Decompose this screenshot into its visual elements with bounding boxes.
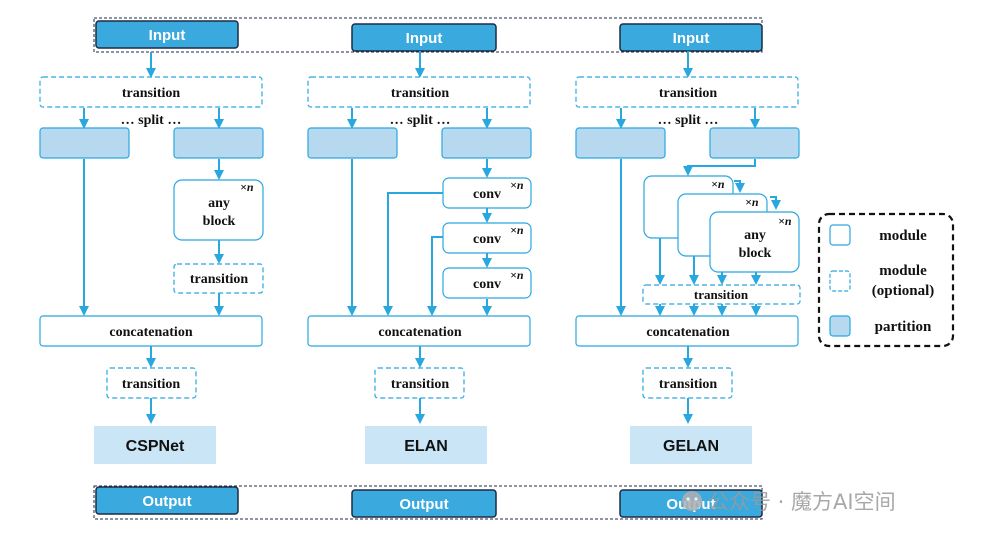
cspnet-column	[79, 52, 224, 424]
watermark-text: 公众号 · 魔方AI空间	[708, 490, 896, 514]
output-label: Output	[142, 493, 191, 510]
legend-optional-swatch	[829, 270, 851, 292]
gelan-transition-bottom	[642, 367, 733, 399]
elan-name: ELAN	[404, 438, 448, 455]
conv-label: conv	[473, 232, 501, 247]
gelan-any-block-front	[709, 211, 800, 273]
conv-label: conv	[473, 187, 501, 202]
cspnet-transition-bottom	[106, 367, 197, 399]
cspnet-partition-left	[39, 127, 130, 159]
transition-label: transition	[659, 377, 718, 392]
repeat-n-label: ×n	[240, 180, 254, 194]
any-block-label-line2: block	[739, 246, 772, 261]
elan-transition-top	[307, 76, 531, 108]
split-label: … split …	[121, 113, 182, 128]
transition-label: transition	[391, 86, 450, 101]
elan-name-box	[365, 426, 487, 464]
legend-partition-swatch	[829, 315, 851, 337]
elan-concatenation	[307, 315, 531, 347]
split-label: … split …	[658, 113, 719, 128]
cspnet-partition-right	[173, 127, 264, 159]
gelan-transition-top	[575, 76, 799, 108]
cspnet-transition-top	[39, 76, 263, 108]
elan-transition-bottom	[374, 367, 465, 399]
repeat-n-label: ×n	[711, 177, 725, 191]
legend-module-swatch	[829, 224, 851, 246]
transition-label: transition	[122, 377, 181, 392]
input-box-elan: Input	[351, 23, 497, 52]
legend-partition-label: partition	[875, 319, 932, 335]
transition-label: transition	[694, 287, 749, 302]
output-box-cspnet: Output	[95, 486, 239, 515]
elan-conv-1	[442, 177, 532, 209]
repeat-n-label: ×n	[745, 195, 759, 209]
elan-partition-left	[307, 127, 398, 159]
gelan-partition-left	[575, 127, 666, 159]
gelan-concatenation	[575, 315, 799, 347]
cspnet-transition-mid	[173, 263, 264, 294]
cspnet-name: CSPNet	[126, 438, 185, 455]
output-box-elan: Output	[351, 489, 497, 518]
cspnet-any-block	[173, 179, 264, 241]
gelan-name-box	[630, 426, 752, 464]
legend-module-label: module	[879, 228, 927, 244]
any-block-label-line2: block	[203, 214, 236, 229]
elan-conv-2	[442, 222, 532, 254]
elan-column	[347, 51, 492, 424]
watermark: 公众号 · 魔方AI空间	[682, 490, 896, 514]
transition-label: transition	[659, 86, 718, 101]
repeat-n-label: ×n	[510, 178, 524, 192]
elan-partition-right	[441, 127, 532, 159]
transition-label: transition	[190, 272, 249, 287]
input-box-cspnet: Input	[95, 20, 239, 49]
conv-label: conv	[473, 277, 501, 292]
input-label: Input	[406, 30, 443, 47]
legend: module module (optional) partition	[817, 212, 955, 348]
legend-optional-label-line2: (optional)	[872, 283, 935, 299]
input-label: Input	[149, 27, 186, 44]
transition-label: transition	[391, 377, 450, 392]
any-block-label-line1: any	[744, 228, 766, 243]
transition-label: transition	[122, 86, 181, 101]
cspnet-concatenation	[39, 315, 263, 347]
gelan-transition-mid	[642, 284, 801, 305]
repeat-n-label: ×n	[510, 223, 524, 237]
gelan-partition-right	[709, 127, 800, 159]
concatenation-label: concatenation	[109, 325, 192, 340]
output-row-frame	[93, 485, 763, 520]
cspnet-name-box	[94, 426, 216, 464]
repeat-n-label: ×n	[778, 214, 792, 228]
split-label: … split …	[390, 113, 451, 128]
gelan-name: GELAN	[663, 438, 719, 455]
wechat-icon	[682, 491, 702, 511]
concatenation-label: concatenation	[378, 325, 461, 340]
any-block-label-line1: any	[208, 196, 230, 211]
input-box-gelan: Input	[619, 23, 763, 52]
input-label: Input	[673, 30, 710, 47]
concatenation-label: concatenation	[646, 325, 729, 340]
output-label: Output	[399, 496, 448, 513]
elan-conv-3	[442, 267, 532, 299]
repeat-n-label: ×n	[510, 268, 524, 282]
legend-optional-label-line1: module	[879, 263, 927, 279]
